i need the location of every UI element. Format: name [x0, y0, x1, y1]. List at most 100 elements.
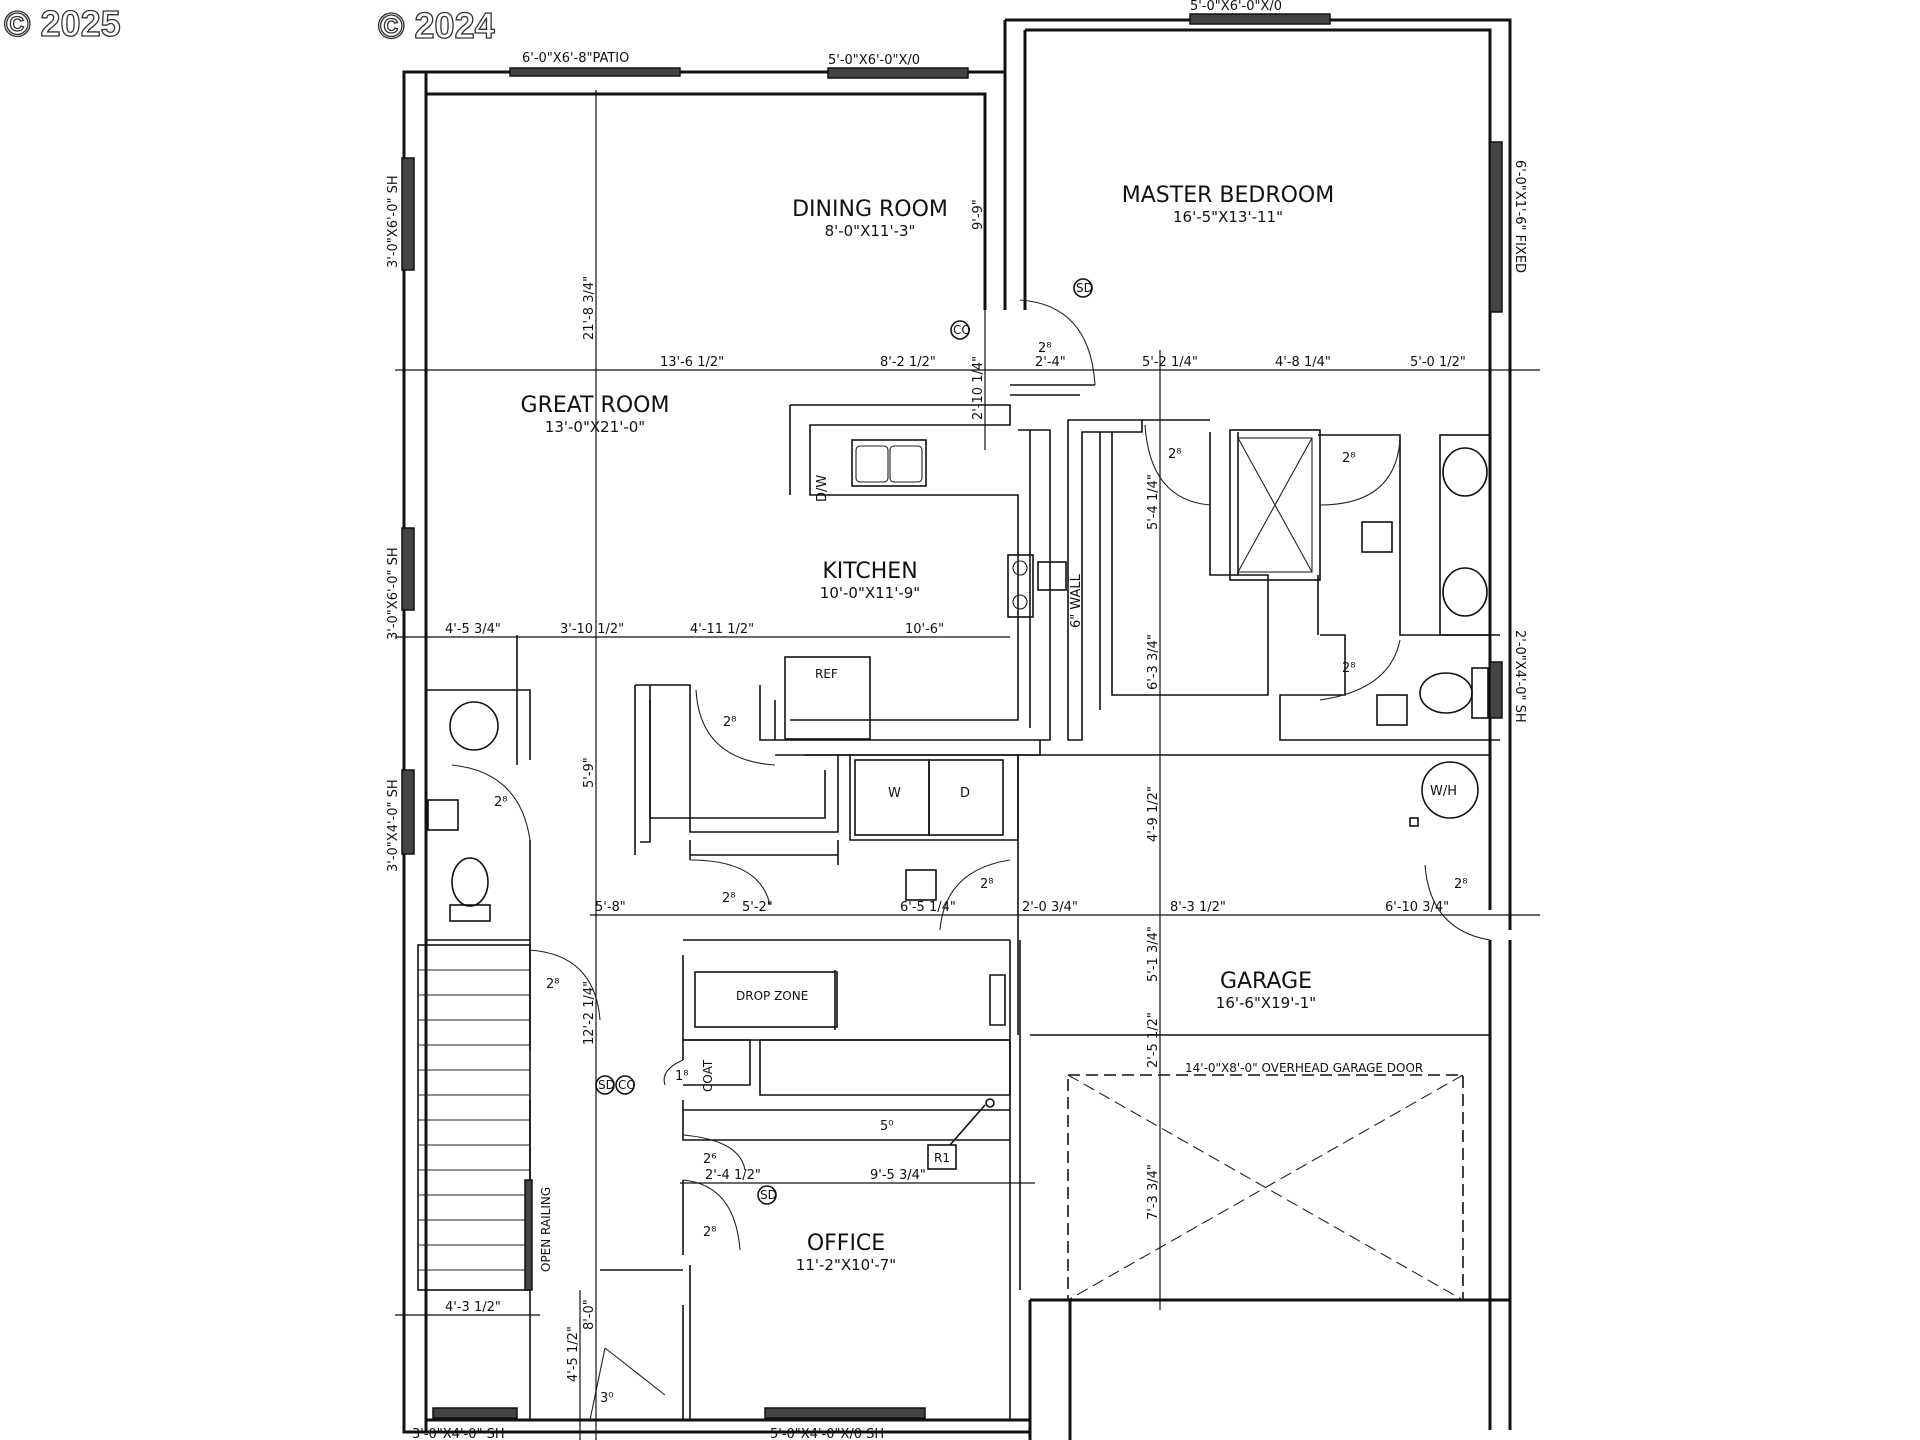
- dim-label: 2'-10 1/4": [971, 356, 986, 420]
- dim-label: 6'-10 3/4": [1385, 900, 1449, 915]
- dim-label: 6" WALL: [1069, 573, 1084, 628]
- door-tag: 1⁸: [675, 1069, 688, 1084]
- dim-label: 5'-4 1/4": [1146, 474, 1161, 530]
- r1-point: [985, 1098, 995, 1108]
- dim-label: 21'-8 3/4": [582, 276, 597, 340]
- refrigerator: [784, 656, 871, 740]
- sd-label-hall: SD: [598, 1078, 615, 1092]
- garage-door-label: 14'-0"X8'-0" OVERHEAD GARAGE DOOR: [1185, 1061, 1423, 1075]
- dim-label: 5'-2 1/4": [1142, 355, 1198, 370]
- dim-label: 8'-3 1/2": [1170, 900, 1226, 915]
- room-size-office: 11'-2"X10'-7": [796, 1256, 896, 1274]
- dim-label: 3'-10 1/2": [560, 622, 624, 637]
- open-railing-label: OPEN RAILING: [539, 1187, 553, 1272]
- room-name-office: OFFICE: [807, 1231, 885, 1256]
- dim-label: 12'-2 1/4": [582, 981, 597, 1045]
- windows: [401, 13, 1503, 1419]
- water-heater-label: W/H: [1430, 784, 1457, 799]
- co-label-hall: CO: [618, 1078, 636, 1092]
- drop-zone-bench: [694, 971, 838, 1028]
- dim-label: 7'-3 3/4": [1146, 1164, 1161, 1220]
- dim-label: 5'-9": [582, 757, 597, 788]
- half-bath-sink: [449, 701, 499, 751]
- room-size-kitchen: 10'-0"X11'-9": [820, 584, 920, 602]
- room-name-great: GREAT ROOM: [521, 393, 670, 418]
- staircase: OPEN RAILING: [417, 944, 553, 1291]
- sd-label-office: SD: [760, 1188, 777, 1202]
- garage-door-outline: [1067, 1074, 1464, 1301]
- drain-box: [1409, 817, 1419, 827]
- door-tags: 2⁸ 2⁸ 2⁸ 2⁸ 2⁸ 2⁸ 2⁸ 2⁸ 2⁸ 2⁸ 2⁶ 2⁸ 1⁸ 5…: [494, 341, 1467, 1406]
- dim-label: 10'-6": [905, 622, 944, 637]
- window-label-master-top: 5'-0"X6'-0"X/0: [1190, 0, 1282, 14]
- dim-label: 4'-5 3/4": [445, 622, 501, 637]
- dim-label: 13'-6 1/2": [660, 355, 724, 370]
- door-tag: 2⁶: [703, 1152, 716, 1167]
- window-label-dining: 5'-0"X6'-0"X/0: [828, 53, 920, 68]
- dimension-lines: [395, 90, 1540, 1440]
- door-tag: 2⁸: [1038, 341, 1051, 356]
- refrigerator-label: REF: [815, 667, 838, 681]
- dim-label: 2'-4 1/2": [705, 1168, 761, 1183]
- door-tag: 5⁰: [880, 1119, 893, 1134]
- r1-leader: [949, 1104, 986, 1146]
- room-name-dining: DINING ROOM: [792, 197, 948, 222]
- master-sinks: [1442, 447, 1488, 617]
- room-size-dining: 8'-0"X11'-3": [825, 222, 916, 240]
- room-name-master: MASTER BEDROOM: [1122, 183, 1334, 208]
- dim-label: 2'-0 3/4": [1022, 900, 1078, 915]
- dim-label: 2'-4": [1035, 355, 1066, 370]
- watermark-2024: © 2024: [378, 5, 495, 46]
- coat-closet-label: COAT: [701, 1059, 715, 1092]
- dim-label: 6'-3 3/4": [1146, 634, 1161, 690]
- door-tag: 2⁸: [980, 877, 993, 892]
- door-tag: 2⁸: [494, 795, 507, 810]
- dim-label: 4'-5 1/2": [566, 1326, 581, 1382]
- dryer-label: D: [960, 786, 970, 801]
- water-heater: [1421, 761, 1479, 819]
- dim-label: 4'-8 1/4": [1275, 355, 1331, 370]
- dim-label: 9'-9": [971, 199, 986, 230]
- dim-label: 9'-5 3/4": [870, 1168, 926, 1183]
- dim-label: 4'-9 1/2": [1146, 786, 1161, 842]
- door-tag: 3⁰: [600, 1391, 613, 1406]
- dim-label: 6'-5 1/4": [900, 900, 956, 915]
- door-tag: 2⁸: [1342, 451, 1355, 466]
- room-size-great: 13'-0"X21'-0": [545, 418, 645, 436]
- dim-label: 4'-11 1/2": [690, 622, 754, 637]
- door-swings: [451, 299, 1491, 1421]
- dim-label: 8'-2 1/2": [880, 355, 936, 370]
- range-cooktop: [1007, 554, 1034, 618]
- room-size-master: 16'-5"X13'-11": [1173, 208, 1283, 226]
- dim-label: 4'-3 1/2": [445, 1300, 501, 1315]
- master-toilet: [1419, 667, 1489, 719]
- window-label-bottom-left: 3'-0"X4'-0" SH: [412, 1427, 505, 1440]
- door-tag: 2⁸: [703, 1225, 716, 1240]
- dim-label: 5'-8": [595, 900, 626, 915]
- door-tag: 2⁸: [1454, 877, 1467, 892]
- dishwasher-label: D/W: [815, 475, 830, 502]
- window-label-left-middle: 3'-0"X6'-0" SH: [386, 547, 401, 640]
- dim-label: 5'-1 3/4": [1146, 926, 1161, 982]
- room-name-garage: GARAGE: [1220, 969, 1312, 994]
- window-label-patio: 6'-0"X6'-8"PATIO: [522, 51, 629, 66]
- kitchen-sink: [851, 439, 927, 487]
- window-label-left-upper: 3'-0"X6'-0" SH: [386, 175, 401, 268]
- half-bath-toilet: [449, 857, 491, 922]
- dim-label: 5'-2": [742, 900, 773, 915]
- washer-label: W: [888, 786, 901, 801]
- room-size-garage: 16'-6"X19'-1": [1216, 994, 1316, 1012]
- dim-label: 5'-0 1/2": [1410, 355, 1466, 370]
- interior-walls: [426, 384, 1500, 1420]
- sd-label-master: SD: [1076, 281, 1093, 295]
- watermark-2025: © 2025: [4, 3, 121, 44]
- drop-zone-label: DROP ZONE: [736, 989, 808, 1003]
- door-tag: 2⁸: [546, 977, 559, 992]
- window-label-bottom-office: 5'-0"X4'-0"X/0 SH: [770, 1427, 884, 1440]
- exhaust-fans: [427, 521, 1408, 901]
- garage-door-cross: [1067, 1074, 1464, 1301]
- dim-label: 2'-5 1/2": [1146, 1012, 1161, 1068]
- co-label-dining: CO: [953, 323, 971, 337]
- r1-box: [927, 1144, 957, 1170]
